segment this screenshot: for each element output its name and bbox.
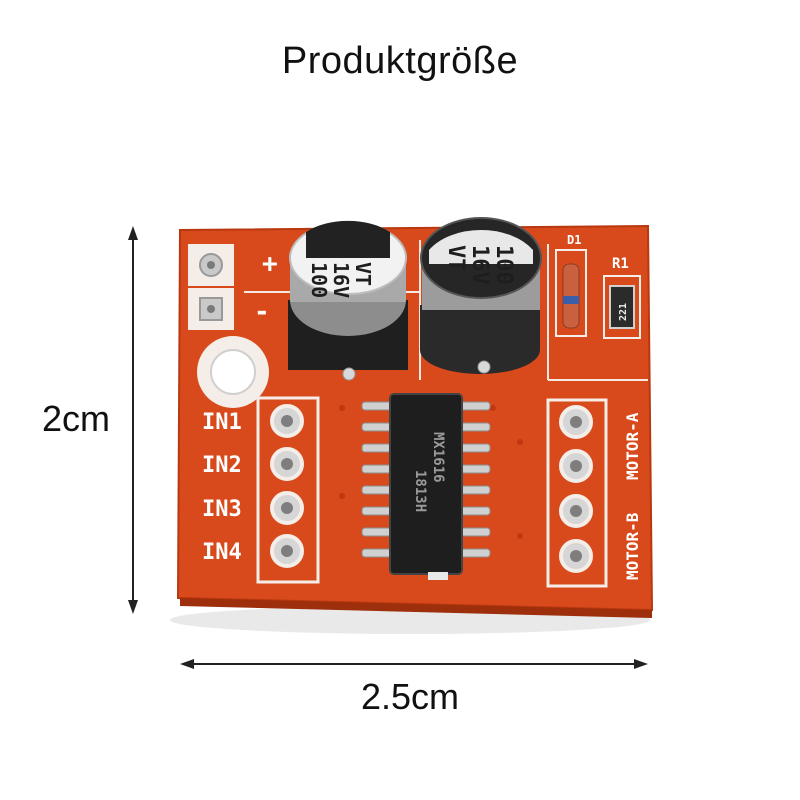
input-label-in4: IN4 <box>202 540 242 565</box>
power-plus-label: + <box>262 249 278 279</box>
vias <box>339 405 523 539</box>
diode-frame <box>555 249 587 337</box>
capacitor-left: 100 16V VT <box>288 220 408 381</box>
ic-marking-line-2: 1813H <box>412 470 428 512</box>
height-dimension-label: 2cm <box>42 398 111 439</box>
mounting-hole <box>210 349 256 395</box>
pcb-board: + - IN1 IN2 IN3 IN4 MOTOR-B MOTOR-A D1 R… <box>176 217 654 618</box>
motor-header-frame <box>546 398 608 588</box>
resistor-marking: 221 <box>618 303 629 321</box>
width-dimension-label: 2.5cm <box>360 676 460 717</box>
input-label-in1: IN1 <box>202 410 242 435</box>
capacitor-right-line-2: 16V <box>467 245 492 285</box>
capacitor-left-line-3: VT <box>351 262 375 286</box>
diode-label: D1 <box>567 233 581 247</box>
resistor-label: R1 <box>612 256 629 272</box>
resistor-frame <box>603 275 641 339</box>
input-label-in3: IN3 <box>202 497 242 522</box>
resistor-body <box>609 285 635 329</box>
capacitor-right: 100 16V VT <box>420 217 542 374</box>
motor-b-label: MOTOR-B <box>623 512 642 580</box>
width-dimension-arrow <box>180 659 648 669</box>
input-pads <box>270 404 304 568</box>
product-size-title: Produktgröße <box>281 40 519 82</box>
pcb-side <box>180 598 652 618</box>
capacitor-right-line-1: 100 <box>491 245 516 285</box>
capacitor-right-base <box>420 305 540 374</box>
input-label-in2: IN2 <box>202 453 242 478</box>
power-minus-label: - <box>254 297 270 327</box>
ic-pin1-marker <box>428 572 448 580</box>
capacitor-right-line-3: VT <box>443 245 468 272</box>
diode-band <box>563 296 579 304</box>
motor-pads <box>559 405 593 573</box>
capacitor-left-line-2: 16V <box>329 262 353 298</box>
motor-a-label: MOTOR-A <box>623 412 642 480</box>
input-header-frame <box>256 396 320 584</box>
ic-marking-line-1: MX1616 <box>430 432 446 483</box>
capacitor-left-line-1: 100 <box>307 262 331 298</box>
ic-body <box>389 393 463 575</box>
height-dimension-arrow <box>128 226 138 614</box>
